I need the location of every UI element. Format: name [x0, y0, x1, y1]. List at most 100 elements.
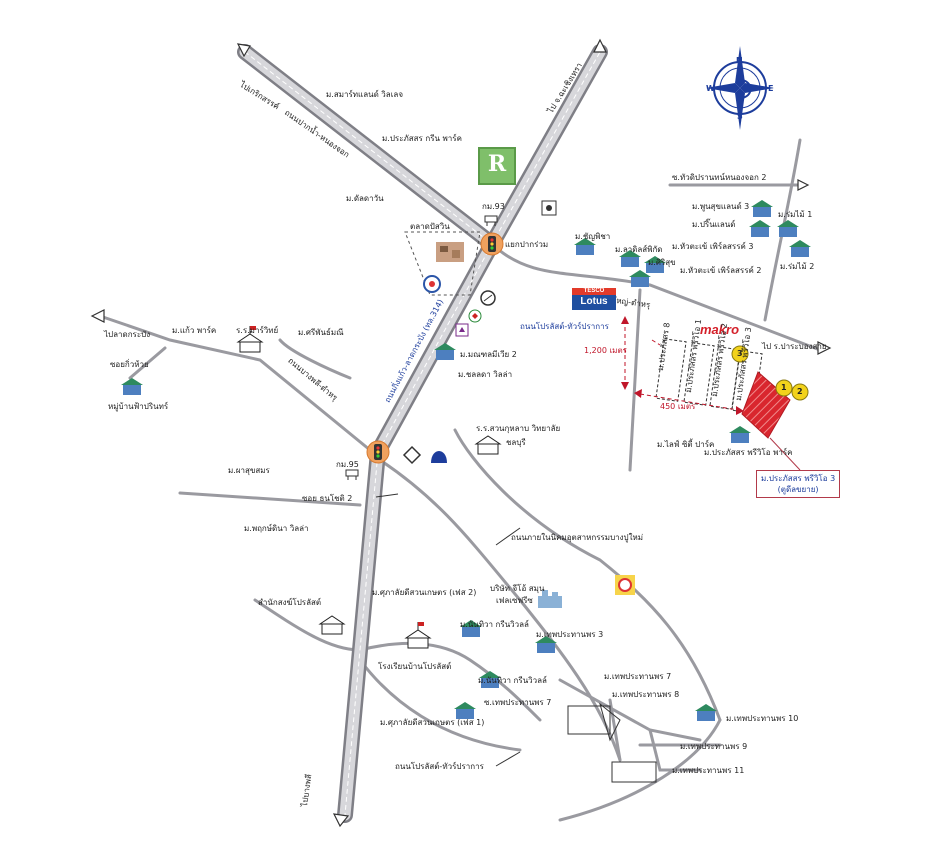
- label-thep8: ม.เทพประทานพร 8: [612, 690, 680, 699]
- marker-2: [791, 383, 809, 401]
- number-markers: [731, 345, 809, 401]
- bottom-road-label: ถนนโปรลัสต์-ทัวร์ปราการ: [395, 762, 484, 771]
- road-old-north: [278, 338, 352, 380]
- road-arrows: [90, 38, 832, 828]
- school-icon: [474, 435, 502, 455]
- school-icons: [236, 326, 502, 649]
- label-market: ตลาดปัสวิน: [410, 222, 450, 231]
- estate-road-label: ถนนภายในนิคมอุตสาหกรรมบางปูใหม่: [511, 533, 644, 542]
- leader-arrows: [375, 493, 521, 767]
- village-icon: [434, 343, 456, 360]
- callout-line2: (ตูดีลขยาย): [777, 485, 819, 494]
- arrow-south: [332, 813, 350, 828]
- traffic-light-top-icon: [480, 232, 504, 256]
- label-mansion2: ม.มณฑลมีเวีย 2: [460, 350, 517, 359]
- label-pichaya: ม.ชัญพิชา: [575, 232, 611, 241]
- label-leaf-city: ม.ไลฟ์ ซิตี้ ปาร์ค: [657, 440, 715, 449]
- village-icon: [460, 620, 482, 637]
- bank-icon: [423, 275, 441, 293]
- marker-1-label: 1: [781, 383, 787, 392]
- arrow-west: [90, 309, 105, 323]
- arrow-nw: [236, 43, 251, 58]
- bank-icons: [345, 200, 635, 608]
- village-icon: [729, 426, 751, 443]
- label-bangsai: ชลบุรี: [506, 438, 526, 447]
- bank-icon: [615, 575, 635, 595]
- bank-icon: [431, 451, 447, 463]
- label-supalai: ม.ศุภาลัยดีสวนเกษตร (เฟส 2): [372, 588, 477, 597]
- bank-icon: [541, 200, 557, 216]
- label-thep11: ม.เทพประทานพร 11: [672, 766, 745, 775]
- soi-top-label: ซ.ทัวดิปรานทน์หนองจอก 2: [672, 173, 767, 182]
- label-srisuda: ม.ศรีพันธ์มณี: [298, 328, 344, 337]
- label-ruen2: ม.ร่มไม้ 2: [780, 262, 815, 271]
- road-bottom: [358, 658, 522, 752]
- label-pruksa-green2: ม.นันทิวา กรีนวิวลล์: [478, 676, 547, 685]
- label-kaew-park: ม.แก้ว พาร์ค: [172, 326, 217, 335]
- village-icon: [749, 220, 771, 237]
- callout-leader: [769, 437, 801, 471]
- hotel-logo: R: [478, 147, 516, 185]
- traffic-light-bottom-icon: [366, 440, 390, 464]
- road-kiew: [178, 491, 362, 507]
- compass-w: W: [706, 84, 715, 93]
- label-ruen1: ม.ร่มไม้ 1: [778, 210, 813, 219]
- market-photo: [436, 242, 464, 262]
- label-soi-office: สำนักสงฆ์โปรลัสต์: [258, 598, 322, 607]
- label-bangsai-school: ร.ร.สวนกุหลาบ วิทยาลัย: [476, 424, 561, 433]
- arrow-ne: [593, 38, 607, 53]
- lotus-logo-top: TESCO: [572, 288, 616, 295]
- label-baan-kingkaew3: ม.หัวตะเข้ เพิร์ลสรรค์ 3: [672, 242, 754, 251]
- village-icon: [574, 238, 596, 255]
- label-prapasara-prevail: ม.ประภัสสร พรีวิโอ พาร์ค: [704, 448, 793, 457]
- label-village-west: หมู่บ้านฟ้าปรินทร์: [108, 402, 169, 411]
- road-thep-c: [648, 728, 702, 772]
- road-estate: [378, 458, 622, 762]
- label-soi-kiew: ซอยกิ่วห้วย: [110, 360, 149, 369]
- label-thep3: ม.เทพประทานพร 3: [536, 630, 604, 639]
- label-pongpan3: ม.พูนสุขแลนด์ 3: [692, 202, 750, 211]
- label-thep7: ม.เทพประทานพร 7: [604, 672, 672, 681]
- plot-prapasara-b: [709, 346, 741, 410]
- km-sign-icon: [484, 215, 498, 226]
- marker-3-label: 3: [737, 349, 743, 358]
- road-south-east: [558, 718, 722, 822]
- village-icon: [695, 704, 717, 721]
- village-icon: [535, 636, 557, 653]
- label-tetra: ม.ดัลดาวัน: [346, 194, 384, 203]
- road-school: [358, 642, 542, 722]
- label-green-park: ม.ประภัสสร กรีน พาร์ค: [382, 134, 462, 143]
- label-chonlada: ม.ชลลดา วิลล่า: [458, 370, 513, 379]
- label-intersection-top: แยกปากร่วม: [505, 240, 549, 249]
- label-km93: กม.93: [482, 202, 505, 211]
- road-label-east: ไป ร.ปาระบองสาย: [762, 342, 827, 351]
- compass-rose-icon: [706, 46, 774, 130]
- bank-icon: [468, 309, 482, 323]
- distance-1200-label: 1,200 เมตร: [584, 346, 627, 355]
- village-icon: [644, 256, 666, 273]
- bank-icon: [402, 445, 422, 465]
- arrow-east: [817, 341, 832, 355]
- label-baan-kingkaew2: ม.หัวตะเข้ เพิร์ลสรรค์ 2: [680, 266, 762, 275]
- distance-450-label: 450 เมตร: [660, 402, 696, 411]
- school-icon: [318, 615, 346, 635]
- label-siri: ม.ศิริสุข: [648, 258, 676, 267]
- label-thep9: ม.เทพประทานพร 9: [680, 742, 748, 751]
- village-icon: [751, 200, 773, 217]
- label-supalai1: ม.ศุภาลัยดีสวนเกษตร (เฟส 1): [380, 718, 485, 727]
- village-icon: [454, 702, 476, 719]
- project-callout: ม.ประภัสสร พรีวิโอ 3 (ตูดีลขยาย): [756, 470, 841, 498]
- label-smart-village: ม.สมาร์ทแลนด์ วิลเลจ: [326, 90, 404, 99]
- plot-prapasara-a: [683, 342, 715, 406]
- marker-2-label: 2: [797, 387, 803, 396]
- compass-e: E: [768, 84, 774, 93]
- km-sign-icon: [345, 469, 359, 480]
- road-east-estate: [453, 428, 722, 722]
- lotus-logo-text: Lotus: [580, 296, 608, 307]
- bank-icon: [480, 290, 496, 306]
- makro-logo: makro: [700, 322, 740, 337]
- plot-prapasara8: [655, 338, 687, 402]
- label-thep10: ม.เทพประทานพร 10: [726, 714, 799, 723]
